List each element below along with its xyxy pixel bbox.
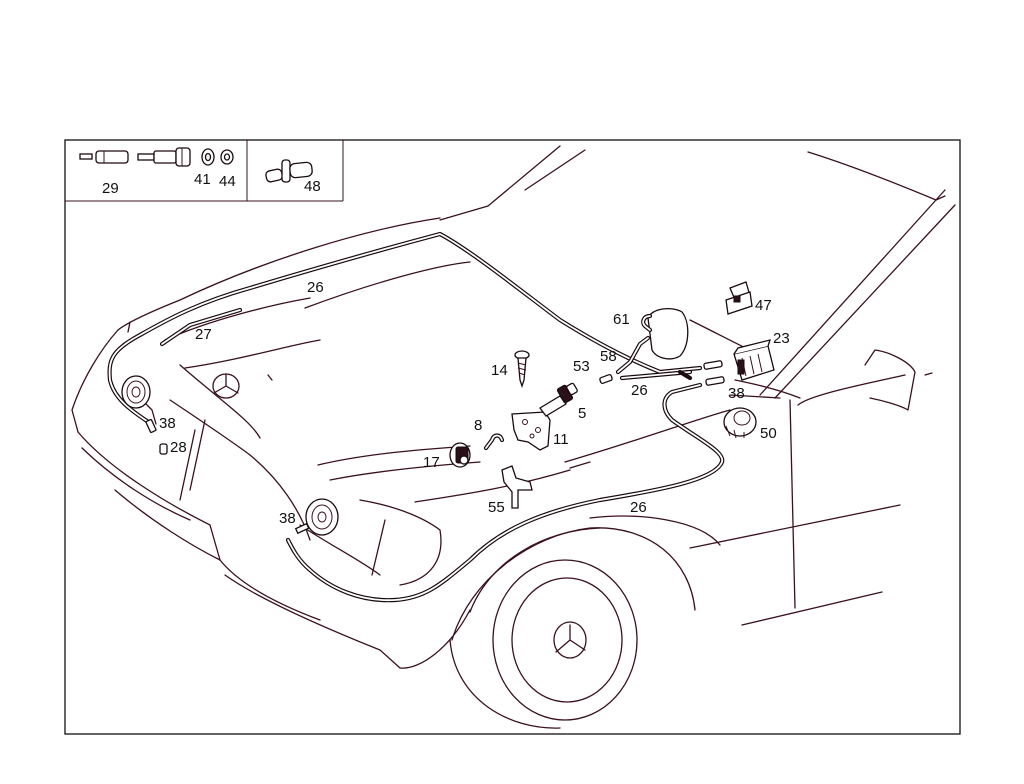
inset-box xyxy=(65,140,344,202)
label-17: 17 xyxy=(423,454,440,471)
part-labels: 26 27 38 28 38 14 8 17 11 5 53 58 61 26 … xyxy=(159,279,790,527)
bracket-11[interactable] xyxy=(511,411,551,451)
label-28: 28 xyxy=(170,439,187,456)
label-38-left: 38 xyxy=(159,415,176,432)
label-5: 5 xyxy=(578,405,586,422)
label-38-right: 38 xyxy=(728,385,745,402)
washer-icon[interactable] xyxy=(201,148,215,166)
label-48: 48 xyxy=(304,178,321,195)
seal-ring-icon[interactable] xyxy=(220,149,234,165)
washer-pump-23[interactable] xyxy=(733,339,775,381)
pump-50[interactable] xyxy=(723,407,757,439)
label-8: 8 xyxy=(474,417,482,434)
y-connector-55[interactable] xyxy=(501,465,533,509)
hose-connector-icon[interactable] xyxy=(79,147,191,167)
label-55: 55 xyxy=(488,499,505,516)
label-47: 47 xyxy=(755,297,772,314)
relay-47[interactable] xyxy=(725,281,753,315)
label-29: 29 xyxy=(102,180,119,197)
connector-38-right[interactable] xyxy=(703,360,725,386)
label-61: 61 xyxy=(613,311,630,328)
car-body-outline xyxy=(71,145,956,729)
valve-5[interactable] xyxy=(539,382,578,417)
check-valve-17[interactable] xyxy=(449,442,471,468)
angle-hose-8[interactable] xyxy=(483,433,505,451)
label-26-mid: 26 xyxy=(631,382,648,399)
label-41: 41 xyxy=(194,171,211,188)
label-53: 53 xyxy=(573,358,590,375)
label-11: 11 xyxy=(553,431,569,448)
reservoir-61[interactable] xyxy=(641,307,689,360)
label-23: 23 xyxy=(773,330,790,347)
inset-labels: 29 41 44 48 xyxy=(102,171,321,197)
hose-58[interactable] xyxy=(615,335,651,375)
label-38-bottom: 38 xyxy=(279,510,296,527)
label-27: 27 xyxy=(195,326,212,343)
clip-28[interactable] xyxy=(159,443,168,455)
washer-nozzle-left[interactable] xyxy=(121,375,157,434)
label-44: 44 xyxy=(219,173,236,190)
screw-14[interactable] xyxy=(514,350,530,389)
washer-nozzle-bottom[interactable] xyxy=(294,498,339,536)
sealing-strip-27[interactable] xyxy=(159,307,243,347)
label-58: 58 xyxy=(600,348,617,365)
washer-hose-26[interactable] xyxy=(107,231,725,603)
label-26-top: 26 xyxy=(307,279,324,296)
grommet-icon[interactable] xyxy=(265,159,313,183)
hose-53[interactable] xyxy=(599,374,613,384)
label-50: 50 xyxy=(760,425,777,442)
label-14: 14 xyxy=(491,362,508,379)
label-26-low: 26 xyxy=(630,499,647,516)
diagram-frame xyxy=(64,139,961,735)
